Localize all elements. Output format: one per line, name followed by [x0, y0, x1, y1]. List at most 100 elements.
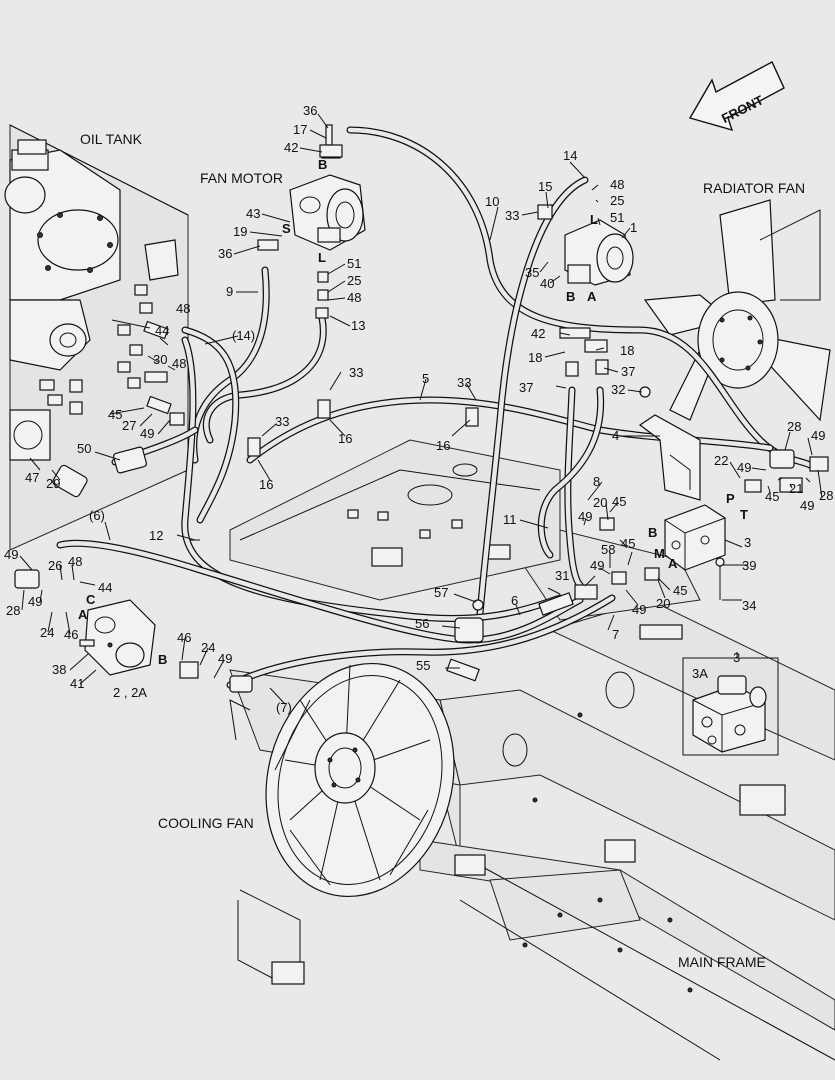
callout-42: 42 — [284, 140, 298, 155]
callout-51: 51 — [347, 256, 361, 271]
callout-36: 36 — [218, 246, 232, 261]
callout-12: 12 — [149, 528, 163, 543]
callout-28: 28 — [6, 603, 20, 618]
callout-28: 28 — [787, 419, 801, 434]
callout-9: 9 — [226, 284, 233, 299]
callout-33: 33 — [457, 375, 471, 390]
callout-40: 40 — [540, 276, 554, 291]
callout-49: 49 — [4, 547, 18, 562]
callout-49: 49 — [590, 558, 604, 573]
port-a-pump: A — [78, 607, 88, 622]
callout-43: 43 — [246, 206, 260, 221]
cooling-fan-label: COOLING FAN — [158, 815, 254, 831]
port-p: P — [726, 491, 735, 506]
callout-2-2a: 2 , 2A — [113, 685, 147, 700]
inset-3a — [682, 652, 779, 756]
callout-48: 48 — [68, 554, 82, 569]
inset-callout-3a: 3A — [692, 666, 708, 681]
cooling-fan — [265, 662, 455, 898]
callout-3: 3 — [744, 535, 751, 550]
port-b-radiator: B — [566, 289, 575, 304]
callout-32: 32 — [611, 382, 625, 397]
callout-24: 24 — [201, 640, 215, 655]
port-c-pump: C — [86, 592, 96, 607]
callout-49: 49 — [578, 509, 592, 524]
hose-7 — [226, 594, 616, 689]
callout-17: 17 — [293, 122, 307, 137]
callout-35: 35 — [525, 265, 539, 280]
port-b-pump: B — [158, 652, 167, 667]
port-b-fan-motor: B — [318, 157, 327, 172]
callout-22: 22 — [714, 453, 728, 468]
callout-48: 48 — [172, 356, 186, 371]
tank-fittings — [39, 284, 153, 415]
radiator-fan-motor — [559, 219, 634, 377]
callout-49: 49 — [632, 602, 646, 617]
radiator-fan — [643, 199, 831, 422]
callout-24: 24 — [40, 625, 54, 640]
callout-41: 41 — [70, 676, 84, 691]
callout-25: 25 — [610, 193, 624, 208]
callout-45: 45 — [765, 489, 779, 504]
port-m: M — [654, 546, 665, 561]
callout-51: 51 — [610, 210, 624, 225]
callout-45: 45 — [673, 583, 687, 598]
callout-39: 39 — [742, 558, 756, 573]
callout-16: 16 — [338, 431, 352, 446]
callout-20: 20 — [593, 495, 607, 510]
callout-38: 38 — [52, 662, 66, 677]
callout-7: 7 — [612, 627, 619, 642]
callout-49: 49 — [28, 594, 42, 609]
callout-49: 49 — [140, 426, 154, 441]
callout-8: 8 — [593, 474, 600, 489]
callout-1: 1 — [630, 220, 637, 235]
oil-tank-label: OIL TANK — [80, 131, 143, 147]
callout-49: 49 — [800, 498, 814, 513]
callout-33: 33 — [349, 365, 363, 380]
callout-37: 37 — [519, 380, 533, 395]
fittings — [52, 144, 829, 693]
hose-11 — [537, 386, 605, 559]
callout-58: 58 — [601, 542, 615, 557]
callout-33: 33 — [275, 414, 289, 429]
center-plate — [229, 439, 561, 601]
callout-7-ref: (7) — [276, 700, 292, 715]
callout-14: 14 — [563, 148, 577, 163]
callout-6-ref: (6) — [89, 508, 105, 523]
leader-lines — [19, 113, 823, 705]
radiator-fan-label: RADIATOR FAN — [703, 180, 805, 196]
callout-48: 48 — [176, 301, 190, 316]
port-a-valve: A — [668, 556, 678, 571]
fan-motor — [257, 124, 366, 319]
port-letters: B S L L B A B P T M A C A B — [78, 157, 748, 667]
callout-11: 11 — [503, 512, 517, 527]
port-l-fan-motor: L — [318, 250, 326, 265]
callout-42: 42 — [531, 326, 545, 341]
front-arrow: FRONT — [688, 61, 785, 132]
callout-33: 33 — [505, 208, 519, 223]
callout-37: 37 — [621, 364, 635, 379]
callout-49: 49 — [737, 460, 751, 475]
pump-2 — [14, 569, 156, 676]
callout-25: 25 — [347, 273, 361, 288]
hose-13 — [202, 314, 327, 444]
callout-21: 21 — [789, 481, 803, 496]
hose-8 — [564, 386, 584, 589]
callout-14-ref: (14) — [232, 328, 255, 343]
callout-numbers: 36 17 42 43 19 36 51 25 48 13 9 48 44 30… — [4, 103, 833, 715]
callout-45: 45 — [621, 536, 635, 551]
callout-16: 16 — [259, 477, 273, 492]
hose-6-loop — [56, 539, 584, 644]
callout-19: 19 — [233, 224, 247, 239]
callout-18: 18 — [620, 343, 634, 358]
callout-27: 27 — [122, 418, 136, 433]
callout-18: 18 — [528, 350, 542, 365]
callout-47: 47 — [25, 470, 39, 485]
callout-13: 13 — [351, 318, 365, 333]
callout-15: 15 — [538, 179, 552, 194]
port-b-valve: B — [648, 525, 657, 540]
callout-16: 16 — [436, 438, 450, 453]
callout-48: 48 — [610, 177, 624, 192]
callout-55: 55 — [416, 658, 430, 673]
